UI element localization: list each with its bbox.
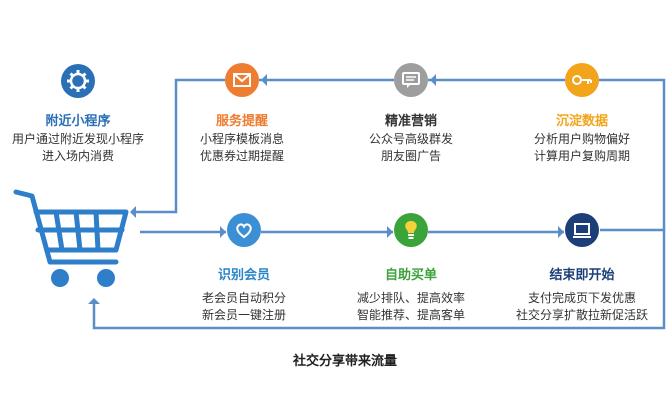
arrow-up-to-cart (88, 298, 100, 304)
node-marketing-line-2: 朋友圈广告 (380, 149, 442, 163)
node-service-line-1: 小程序模板消息 (199, 132, 285, 146)
node-marketing-title: 精准营销 (384, 114, 438, 129)
node-checkout-line-1: 减少排队、提高效率 (356, 291, 466, 305)
node-checkout-title: 自助买单 (384, 268, 438, 283)
footer-label: 社交分享带来流量 (292, 354, 398, 369)
node-end-line-2: 社交分享扩散拉新促活跃 (515, 308, 649, 322)
node-member-desc: 老会员自动积分 新会员一键注册 (202, 290, 286, 324)
node-data-circle (565, 63, 599, 97)
node-marketing-circle (394, 63, 428, 97)
node-checkout-circle (394, 213, 428, 247)
node-data-line-2: 计算用户复购周期 (533, 149, 631, 163)
node-data-line-1: 分析用户购物偏好 (533, 132, 631, 146)
arrow-to-checkout (387, 226, 393, 238)
gear-icon (61, 64, 95, 98)
node-nearby-circle (61, 64, 95, 98)
node-end-title: 结束即开始 (549, 268, 615, 283)
key-icon (565, 63, 599, 97)
node-checkout-desc: 减少排队、提高效率 智能推荐、提高客单 (357, 290, 465, 324)
node-end-line-1: 支付完成页下发优惠 (527, 291, 637, 305)
arrow-to-member (220, 226, 226, 238)
arrow-to-cart (130, 206, 136, 218)
node-checkout-line-2: 智能推荐、提高客单 (356, 308, 466, 322)
node-service-title: 服务提醒 (215, 114, 269, 129)
envelope-icon (225, 63, 259, 97)
arrow-to-service (261, 74, 267, 86)
node-member-title: 识别会员 (217, 268, 271, 283)
heart-icon (227, 213, 261, 247)
node-service-line-2: 优惠券过期提醒 (199, 149, 285, 163)
node-data-title: 沉淀数据 (555, 114, 609, 129)
connector-bottom-loop (92, 230, 666, 330)
message-icon (394, 63, 428, 97)
connector-top-row (599, 78, 666, 232)
node-marketing-line-1: 公众号高级群发 (368, 132, 454, 146)
node-member-circle (227, 213, 261, 247)
node-nearby-line-2: 进入场内消费 (41, 149, 115, 163)
node-nearby-title: 附近小程序 (45, 114, 111, 129)
node-marketing-desc: 公众号高级群发 朋友圈广告 (369, 131, 453, 165)
arrow-to-marketing (430, 74, 436, 86)
node-member-line-2: 新会员一键注册 (201, 308, 287, 322)
node-nearby-desc: 用户通过附近发现小程序 进入场内消费 (12, 131, 144, 165)
node-service-circle (225, 63, 259, 97)
shopping-cart-icon (13, 189, 129, 287)
node-service-desc: 小程序模板消息 优惠券过期提醒 (200, 131, 284, 165)
connector-service-cart (132, 78, 225, 214)
node-member-line-1: 老会员自动积分 (201, 291, 287, 305)
bulb-icon (394, 213, 428, 247)
node-nearby-line-1: 用户通过附近发现小程序 (11, 132, 145, 146)
node-end-circle (565, 213, 599, 247)
laptop-icon (565, 213, 599, 247)
node-end-desc: 支付完成页下发优惠 社交分享扩散拉新促活跃 (516, 290, 648, 324)
arrow-to-end (558, 226, 564, 238)
node-data-desc: 分析用户购物偏好 计算用户复购周期 (534, 131, 630, 165)
